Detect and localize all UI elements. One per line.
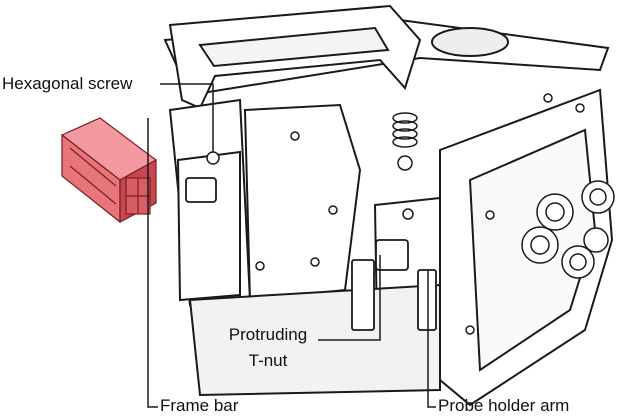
hexagonal-screw-label: Hexagonal screw — [2, 74, 133, 93]
protruding-t-nut-label: Protruding T-nut — [218, 325, 318, 371]
t-nut-tabs — [185, 177, 437, 331]
protruding-label-line2: T-nut — [248, 351, 288, 370]
frame-bar-label: Frame bar — [160, 396, 239, 415]
screw-details — [206, 93, 615, 335]
frame-bar-extrusion — [60, 117, 158, 224]
probe-holder-arm-label: Probe holder arm — [438, 396, 570, 415]
spring — [392, 112, 418, 148]
leader-lines — [147, 83, 436, 408]
protruding-label-line1: Protruding — [228, 325, 308, 344]
